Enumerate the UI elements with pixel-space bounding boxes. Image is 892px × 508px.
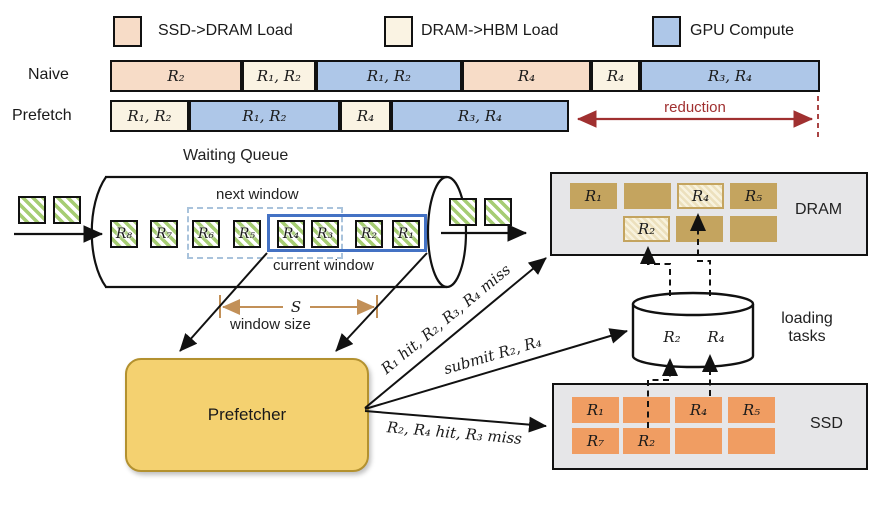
current-window-label: current window xyxy=(273,257,374,274)
ssd-label: SSD xyxy=(810,415,843,432)
prefetch-segment-2: R₁, R₂ xyxy=(189,100,340,132)
queue-item-r6: R₆ xyxy=(192,220,220,248)
waiting-queue-title: Waiting Queue xyxy=(183,147,289,164)
loading-task-r2: R₂ xyxy=(662,328,680,346)
dram-label: DRAM xyxy=(795,201,843,218)
prefetcher-to-dram-arrow xyxy=(364,257,547,409)
ssd-cell-empty xyxy=(623,397,670,423)
naive-segment-4: R₄ xyxy=(462,60,591,92)
queue-item-r8: R₈ xyxy=(110,220,138,248)
prefetch-segment-4: R₃, R₄ xyxy=(391,100,569,132)
reduction-arrow xyxy=(576,96,819,138)
ssd-cell-r7: R₇ xyxy=(572,428,619,454)
dram-cell-r4-loading: R₄ xyxy=(677,183,724,209)
naive-segment-5: R₄ xyxy=(591,60,640,92)
queue-item-r4: R₄ xyxy=(277,220,305,248)
window-size-label: window size xyxy=(230,316,311,333)
current-window-box xyxy=(267,214,427,252)
ssd-cell-r1: R₁ xyxy=(572,397,619,423)
prefetch-segment-1: R₁, R₂ xyxy=(110,100,189,132)
loading-task-r4: R₄ xyxy=(706,328,724,346)
queue-item-r7: R₇ xyxy=(150,220,178,248)
dram-hit-miss-label: R₁ hit, R₂, R₃, R₄ miss xyxy=(377,260,515,378)
naive-segment-1: R₂ xyxy=(110,60,242,92)
dram-cell-r1: R₁ xyxy=(570,183,617,209)
window-size-symbol: S xyxy=(291,298,301,316)
queue-outgoing-item xyxy=(484,198,512,226)
naive-segment-3: R₁, R₂ xyxy=(316,60,462,92)
ssd-cell-empty xyxy=(675,428,722,454)
loading-tasks-label: loading tasks xyxy=(781,310,833,345)
legend-swatch-ssd-dram xyxy=(113,16,142,47)
queue-item-r3: R₃ xyxy=(311,220,339,248)
ssd-cell-empty xyxy=(728,428,775,454)
dram-cell-empty xyxy=(624,183,671,209)
prefetcher-box: Prefetcher xyxy=(125,358,369,472)
reduction-label: reduction xyxy=(664,99,726,116)
loading-tasks-cylinder xyxy=(631,291,755,369)
prefetcher-to-ssd-arrow xyxy=(364,410,547,433)
prefetcher-label: Prefetcher xyxy=(207,405,287,424)
next-window-label: next window xyxy=(216,186,299,203)
naive-segment-2: R₁, R₂ xyxy=(242,60,316,92)
queue-incoming-item xyxy=(53,196,81,224)
queue-incoming-item xyxy=(18,196,46,224)
legend-label-dram-hbm: DRAM->HBM Load xyxy=(421,22,559,39)
prefetch-row-label: Prefetch xyxy=(12,107,72,124)
legend-label-gpu: GPU Compute xyxy=(690,22,795,39)
naive-row-label: Naive xyxy=(28,66,69,83)
legend-swatch-gpu xyxy=(652,16,681,47)
dram-cell-empty xyxy=(730,216,777,242)
window-size-measure xyxy=(219,295,378,318)
dram-cell-r2-loading: R₂ xyxy=(623,216,670,242)
prefetch-segment-3: R₄ xyxy=(340,100,391,132)
queue-item-r5: R₅ xyxy=(233,220,261,248)
queue-outgoing-item xyxy=(449,198,477,226)
ssd-hit-miss-label: R₂, R₄ hit, R₃ miss xyxy=(385,418,523,448)
submit-label: submit R₂, R₄ xyxy=(442,332,544,378)
ssd-cell-r2: R₂ xyxy=(623,428,670,454)
dram-cell-empty xyxy=(676,216,723,242)
naive-segment-6: R₃, R₄ xyxy=(640,60,820,92)
queue-item-r1: R₁ xyxy=(392,220,420,248)
ssd-cell-r4: R₄ xyxy=(675,397,722,423)
legend-label-ssd-dram: SSD->DRAM Load xyxy=(158,22,293,39)
dram-cell-r5: R₅ xyxy=(730,183,777,209)
queue-item-r2: R₂ xyxy=(355,220,383,248)
legend-swatch-dram-hbm xyxy=(384,16,413,47)
ssd-cell-r5: R₅ xyxy=(728,397,775,423)
